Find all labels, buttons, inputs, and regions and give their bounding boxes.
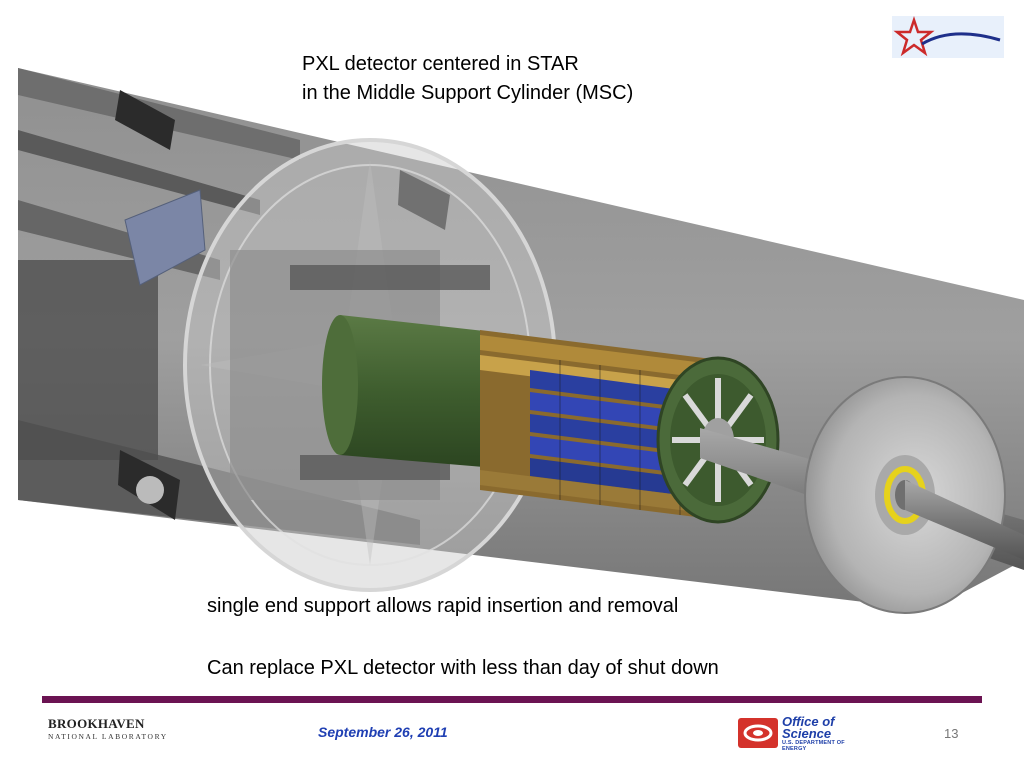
osc-line1: Office of <box>782 714 835 729</box>
brookhaven-logo: BROOKHAVEN NATIONAL LABORATORY <box>48 716 168 748</box>
tube-left-dark <box>18 260 158 460</box>
office-of-science-logo: Office of Science U.S. DEPARTMENT OF ENE… <box>738 714 858 752</box>
bnl-logo-main: BROOKHAVEN <box>48 716 145 731</box>
caption-top-line2: in the Middle Support Cylinder (MSC) <box>302 82 634 104</box>
bnl-logo-sub: NATIONAL LABORATORY <box>48 732 168 741</box>
star-icon <box>893 16 935 57</box>
footer-divider <box>42 696 982 703</box>
blue-clamp <box>124 189 206 286</box>
footer-date: September 26, 2011 <box>318 724 448 740</box>
pxl-green-sleeve <box>340 315 520 470</box>
star-hft-logo <box>892 16 1004 58</box>
bracket-top <box>115 90 175 150</box>
page-number: 13 <box>944 726 959 741</box>
doe-swirl-icon <box>738 718 778 748</box>
bracket-right <box>398 170 450 230</box>
caption-top-line1: PXL detector centered in STAR <box>302 53 579 75</box>
osc-line2: Science <box>782 726 832 741</box>
bracket-bolt <box>136 476 164 504</box>
sleeve-end <box>322 315 358 455</box>
osc-sub: U.S. DEPARTMENT OF ENERGY <box>782 740 845 752</box>
caption-bottom-line1: single end support allows rapid insertio… <box>207 595 679 617</box>
caption-bottom-line2: Can replace PXL detector with less than … <box>207 657 719 679</box>
